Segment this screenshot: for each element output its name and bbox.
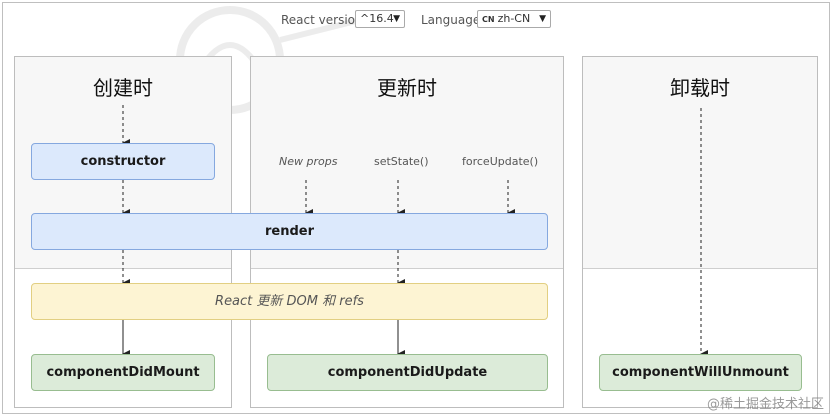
setstate-trigger: setState() [374, 155, 429, 168]
componentwillunmount-box: componentWillUnmount [599, 354, 802, 391]
unmounting-title: 卸载时 [670, 76, 730, 100]
componentdidupdate-box: componentDidUpdate [267, 354, 548, 391]
new-props-trigger: New props [279, 155, 338, 168]
react-version-label: React version [281, 13, 363, 27]
react-update-dom-box: React 更新 DOM 和 refs [31, 283, 548, 320]
react-version-value: ^16.4 [360, 12, 394, 25]
mounting-title: 创建时 [93, 76, 153, 100]
react-version-select[interactable]: ^16.4 ▼ [355, 10, 405, 28]
constructor-box: constructor [31, 143, 215, 180]
watermark: @稀土掘金技术社区 [706, 397, 824, 412]
page-frame [2, 2, 830, 414]
language-label: Language [421, 13, 481, 27]
language-value: zh-CN [497, 12, 531, 25]
dropdown-arrow-icon: ▼ [539, 14, 546, 24]
updating-title: 更新时 [377, 76, 437, 100]
render-box: render [31, 213, 548, 250]
componentdidmount-box: componentDidMount [31, 354, 215, 391]
dropdown-arrow-icon: ▼ [393, 14, 400, 24]
forceupdate-trigger: forceUpdate() [462, 155, 539, 168]
china-flag-icon: CN [482, 15, 495, 24]
